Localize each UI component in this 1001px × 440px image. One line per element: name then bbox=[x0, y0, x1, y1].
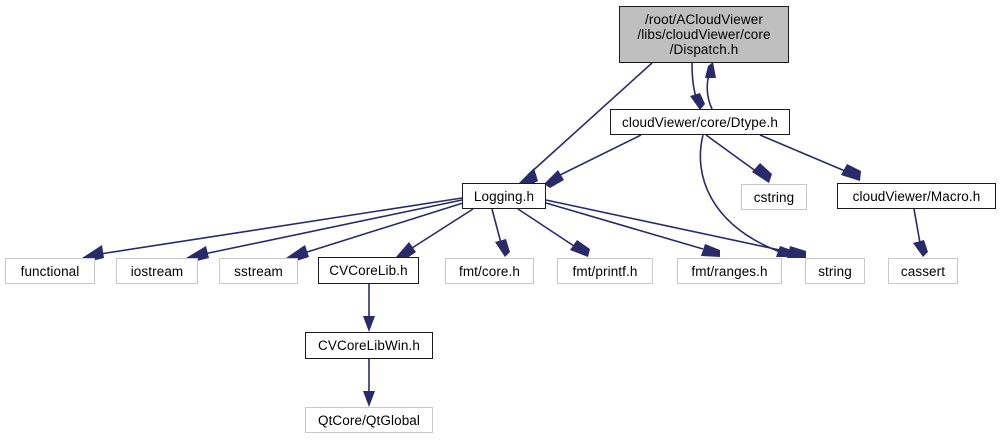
edge-dispatch-to-dtype bbox=[690, 62, 705, 110]
node-qtcore-qtglobal[interactable]: QtCore/QtGlobal bbox=[305, 407, 433, 433]
node-cloudviewer-macro-h[interactable]: cloudViewer/Macro.h bbox=[837, 183, 996, 209]
node-cvcorelib-h[interactable]: CVCoreLib.h bbox=[318, 257, 419, 284]
edge-logging-to-fmtranges bbox=[545, 202, 720, 257]
edge-macro-to-cassert bbox=[913, 208, 928, 257]
node-cstring[interactable]: cstring bbox=[741, 184, 807, 210]
node-fmt-core-h[interactable]: fmt/core.h bbox=[445, 258, 534, 284]
edge-logging-to-functional bbox=[82, 197, 463, 262]
node-functional[interactable]: functional bbox=[5, 258, 95, 284]
edge-dtype-to-dispatch bbox=[705, 62, 716, 110]
edge-logging-to-cvcorelib bbox=[396, 208, 474, 261]
edge-dtype-to-macro bbox=[759, 134, 861, 181]
node-sstream[interactable]: sstream bbox=[219, 258, 298, 284]
edge-dtype-to-cstring bbox=[705, 134, 772, 183]
node-cloudviewer-core-dtype-h[interactable]: cloudViewer/core/Dtype.h bbox=[610, 109, 790, 135]
node-string[interactable]: string bbox=[805, 258, 865, 284]
edge-dtype-to-logging bbox=[544, 134, 642, 188]
edge-logging-to-sstream bbox=[286, 202, 464, 262]
node-dispatch-h[interactable]: /root/ACloudViewer /libs/cloudViewer/cor… bbox=[619, 6, 789, 63]
edge-logging-to-fmtprintf bbox=[517, 208, 590, 257]
edge-logging-to-string bbox=[545, 199, 806, 258]
node-cassert[interactable]: cassert bbox=[888, 258, 958, 284]
edge-logging-to-iostream bbox=[186, 199, 463, 262]
node-cvcorelibwin-h[interactable]: CVCoreLibWin.h bbox=[305, 332, 433, 359]
node-fmt-printf-h[interactable]: fmt/printf.h bbox=[557, 258, 653, 284]
node-iostream[interactable]: iostream bbox=[116, 258, 198, 284]
edge-cvcorelibwin-to-qtglobal bbox=[363, 359, 375, 407]
node-fmt-ranges-h[interactable]: fmt/ranges.h bbox=[677, 258, 782, 284]
edge-cvcorelib-to-cvcorelibwin bbox=[363, 284, 375, 332]
node-logging-h[interactable]: Logging.h bbox=[462, 183, 546, 209]
edge-logging-to-fmtcore bbox=[491, 208, 510, 257]
